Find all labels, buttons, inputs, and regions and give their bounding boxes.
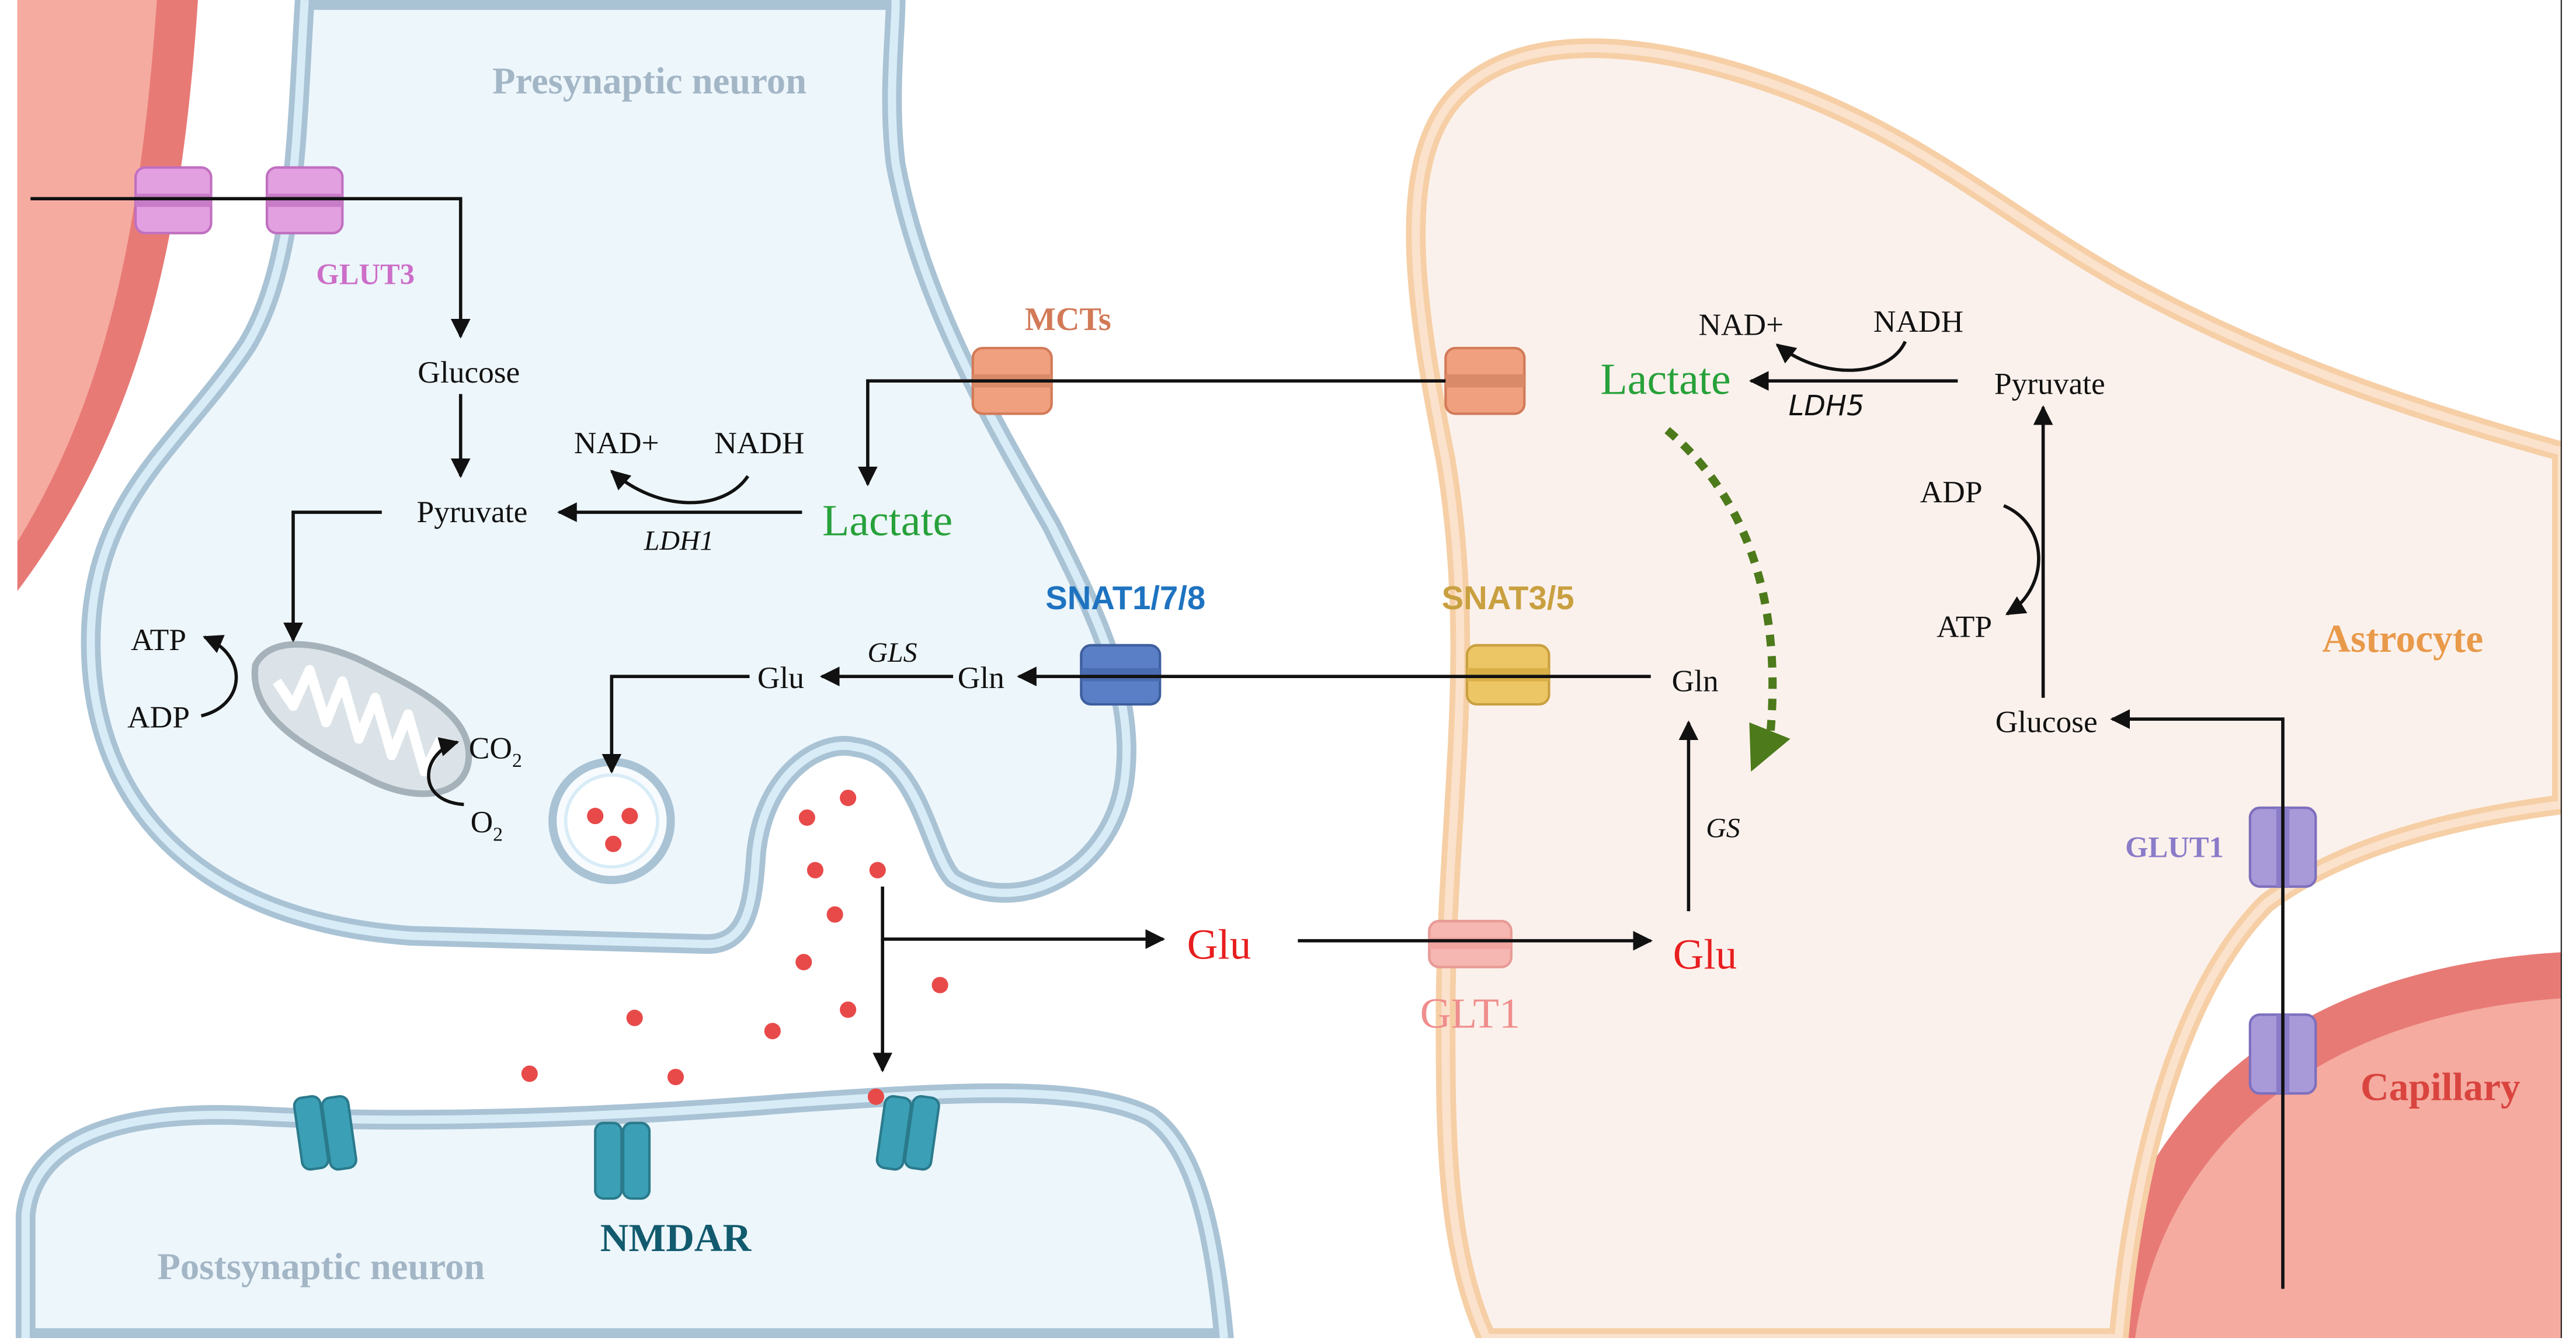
nmdar-receptor-3 <box>875 1095 940 1171</box>
presynaptic-label: Presynaptic neuron <box>492 60 806 102</box>
nmdar-receptor-1 <box>293 1095 357 1171</box>
capillary-label: Capillary <box>2361 1065 2521 1109</box>
neuron-glu: Glu <box>757 660 804 695</box>
astro-atp: ATP <box>1937 609 1992 644</box>
astrocyte-label: Astrocyte <box>2322 617 2483 661</box>
neuron-adp: ADP <box>127 699 190 734</box>
neuron-atp: ATP <box>131 622 186 657</box>
mitochondrion <box>251 641 472 797</box>
right-capillary <box>2094 952 2562 1338</box>
astro-nadh: NADH <box>1873 304 1963 339</box>
snat35-label: SNAT3/5 <box>1442 579 1574 616</box>
astro-glucose: Glucose <box>1996 704 2098 739</box>
neuron-co2: CO2 <box>469 731 522 772</box>
mcts-label: MCTs <box>1025 301 1111 338</box>
glut3-label: GLUT3 <box>316 258 415 290</box>
glt1-transporter <box>1428 919 1513 968</box>
neuron-glucose: Glucose <box>418 355 520 390</box>
astro-glu: Glu <box>1673 931 1737 978</box>
neuron-arrows <box>30 197 1653 1073</box>
gls-enzyme: GLS <box>868 637 917 668</box>
neuron-o2: O2 <box>471 804 503 845</box>
ldh1-enzyme: LDH1 <box>644 526 714 557</box>
neuron-pyruvate: Pyruvate <box>417 494 528 529</box>
gs-enzyme: GS <box>1706 813 1740 844</box>
synaptic-vesicle <box>548 758 675 884</box>
cleft-glu: Glu <box>1187 921 1252 968</box>
mct-transporter-astrocyte <box>1444 346 1526 415</box>
astro-nad: NAD+ <box>1698 307 1784 342</box>
labels: Presynaptic neuron Postsynaptic neuron A… <box>127 60 2521 1287</box>
neuron-lactate: Lactate <box>822 496 952 545</box>
ldh5-enzyme: LDH5 <box>1789 390 1865 422</box>
neuron-gln: Gln <box>958 660 1004 695</box>
astro-gln: Gln <box>1672 663 1719 698</box>
neuron-nad: NAD+ <box>574 425 659 460</box>
neuron-nadh: NADH <box>714 425 804 460</box>
left-capillary <box>17 0 198 591</box>
astrocyte-arrows <box>1678 341 2285 1289</box>
snat178-label: SNAT1/7/8 <box>1045 579 1205 616</box>
nmdar-label: NMDAR <box>600 1216 752 1260</box>
astrocyte <box>1406 38 2562 1338</box>
astro-lactate: Lactate <box>1600 355 1730 404</box>
astro-pyruvate: Pyruvate <box>1994 366 2105 401</box>
nmdar-receptor-2 <box>594 1121 651 1200</box>
released-glutamate <box>521 790 948 1105</box>
glut1-label: GLUT1 <box>2125 831 2224 863</box>
postsynaptic-label: Postsynaptic neuron <box>157 1245 485 1287</box>
astro-adp: ADP <box>1920 474 1983 509</box>
glt1-label: GLT1 <box>1420 990 1521 1037</box>
